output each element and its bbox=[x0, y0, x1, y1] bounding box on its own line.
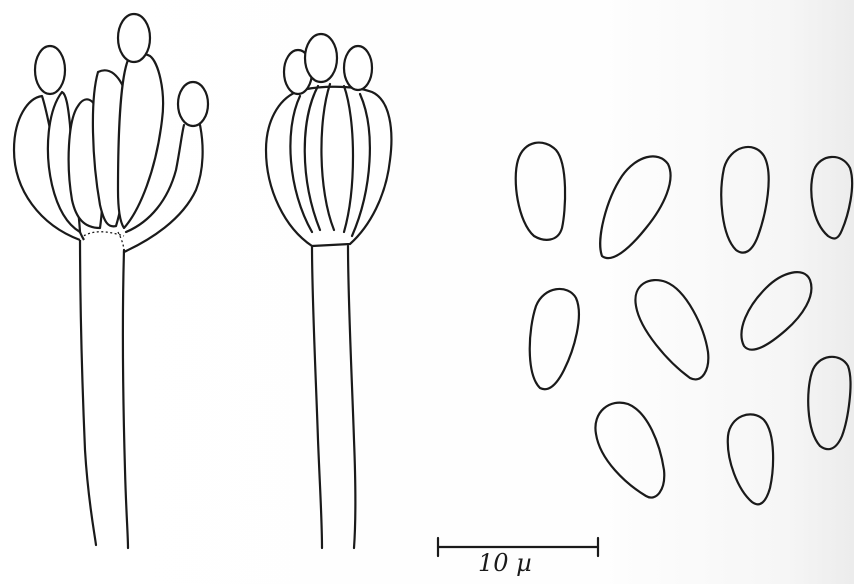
basidium-middle-spore-2 bbox=[305, 34, 337, 82]
spore-5 bbox=[530, 289, 579, 389]
spore-7 bbox=[741, 272, 811, 350]
basidium-middle-head bbox=[266, 87, 391, 246]
basidium-middle-stalk-left-edge bbox=[312, 246, 322, 548]
basidium-middle bbox=[266, 34, 391, 548]
basidium-left-spore-2 bbox=[118, 14, 150, 62]
basidium-left bbox=[14, 14, 208, 548]
basidium-left-septum bbox=[80, 232, 124, 238]
spore-3 bbox=[721, 147, 768, 253]
spore-8 bbox=[808, 357, 850, 449]
spore-1 bbox=[516, 143, 565, 240]
basidium-left-stalk-left-edge bbox=[80, 232, 96, 545]
spore-6 bbox=[635, 280, 708, 379]
spore-4 bbox=[811, 157, 852, 239]
basidium-middle-stalk-right-edge bbox=[348, 246, 356, 548]
basidium-left-lobe-5 bbox=[118, 53, 163, 228]
basidium-left-septum-2 bbox=[118, 232, 124, 252]
spore-9 bbox=[595, 403, 664, 498]
basidium-middle-spore-3 bbox=[344, 46, 372, 90]
spore-10 bbox=[728, 414, 773, 504]
basidium-left-spore-3 bbox=[178, 82, 208, 126]
basidium-left-spore-1 bbox=[35, 46, 65, 94]
scale-bar-label: 10 µ bbox=[478, 548, 568, 578]
spores bbox=[516, 143, 852, 505]
basidium-left-stalk-right-edge bbox=[123, 250, 128, 548]
spore-2 bbox=[600, 156, 670, 258]
